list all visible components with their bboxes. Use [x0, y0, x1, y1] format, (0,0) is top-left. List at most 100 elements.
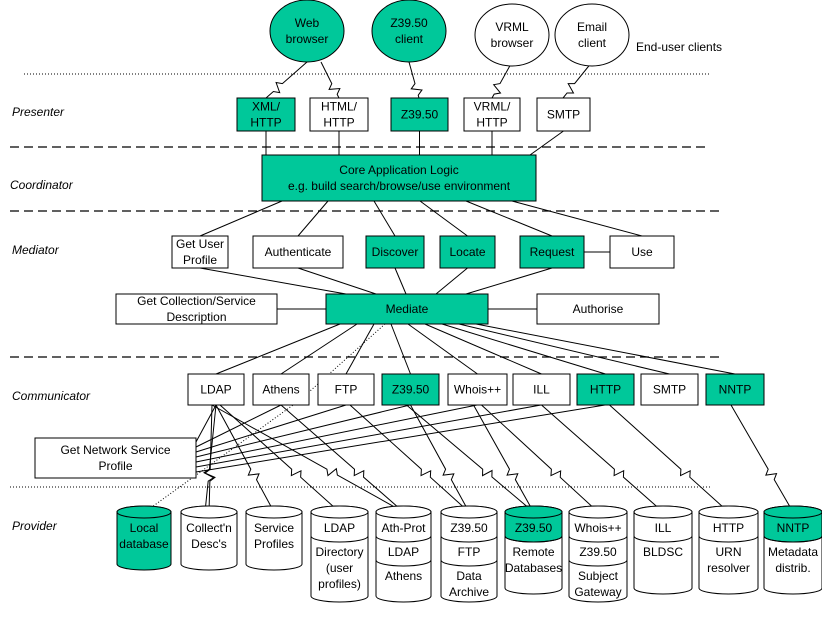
provider-label-1-2: database [119, 537, 169, 551]
provider-label-6-1: Data [456, 569, 482, 583]
authorise-box-text-1: Authorise [573, 302, 624, 316]
client-1-text-2: browser [286, 32, 329, 46]
connector-core-to-mediator-4 [419, 200, 468, 237]
provider-top-4 [310, 505, 369, 519]
provider-label-7-2: Databases [505, 561, 562, 575]
presenter-box-3-text-1: Z39.50 [401, 108, 439, 122]
protocol-box-ldap[interactable] [187, 373, 245, 406]
protocol-box-athens[interactable] [252, 373, 310, 406]
get-collection-description-box[interactable] [115, 293, 278, 325]
provider-label-5-1: Athens [385, 569, 422, 583]
protocol-box-nntp-text-1: NNTP [719, 383, 752, 397]
client-z3950-ellipse[interactable] [371, 0, 447, 63]
presenter-box-2[interactable] [309, 97, 369, 132]
mediator-service-request-text-1: Request [530, 245, 575, 259]
protocol-box-smtp-text-1: SMTP [653, 383, 686, 397]
mediator-service-authenticate[interactable] [252, 235, 344, 269]
provider-label-10-2: resolver [707, 561, 750, 575]
connector-core-to-mediator-2 [297, 200, 329, 237]
mediator-service-use[interactable] [609, 235, 675, 269]
mediator-service-request[interactable] [519, 235, 585, 269]
mediate-box[interactable] [325, 293, 489, 325]
connector-mediate-to-protocol-3 [345, 323, 375, 375]
protocol-box-http[interactable] [576, 373, 635, 406]
provider-label-2-1: Collect'n [186, 521, 232, 535]
provider-top-9 [633, 505, 693, 519]
connector-network-profile-7 [195, 404, 606, 473]
core-application-logic-box[interactable] [261, 154, 537, 202]
mediate-box-text-1: Mediate [386, 302, 429, 316]
connector-mediate-to-protocol-5 [407, 323, 478, 375]
connector-protocol-to-provider-7 [406, 404, 534, 513]
presenter-box-5[interactable] [536, 97, 591, 132]
end-user-clients-label: End-user clients [636, 40, 722, 54]
protocol-box-ftp[interactable] [317, 373, 375, 406]
protocol-box-nntp[interactable] [705, 373, 765, 406]
get-network-service-profile-box[interactable] [34, 437, 197, 479]
connector-core-to-mediator-1 [199, 200, 283, 237]
provider-top-label-8: Whois++ [574, 521, 621, 535]
client-vrml-ellipse[interactable] [474, 3, 550, 67]
mediator-service-locate[interactable] [439, 235, 496, 269]
connector-mediate-to-protocol-2 [280, 323, 358, 375]
connector-network-profile-6 [195, 404, 542, 468]
connector-mediator-5-to-mediate [465, 267, 553, 295]
presenter-box-4[interactable] [463, 97, 521, 132]
provider-label-3-1: Service [254, 521, 294, 535]
protocol-box-whois[interactable] [447, 373, 508, 406]
connector-core-to-mediator-6 [511, 200, 643, 237]
client-web-ellipse[interactable] [269, 0, 345, 63]
provider-divider-9 [633, 535, 693, 543]
connector-network-profile-5 [195, 404, 478, 463]
provider-label-7-1: Remote [512, 545, 554, 559]
mediator-service-get-user[interactable] [171, 235, 229, 269]
layer-label-provider: Provider [12, 519, 58, 533]
protocol-box-smtp[interactable] [640, 373, 699, 406]
provider-top-label-4: LDAP [324, 521, 355, 535]
connector-lines [144, 61, 794, 513]
connector-network-profile-3 [195, 404, 347, 453]
protocol-box-ftp-text-1: FTP [335, 383, 358, 397]
protocol-box-z3950[interactable] [381, 373, 440, 406]
connector-local-dotted-lower [144, 399, 301, 513]
mediator-service-discover[interactable] [365, 235, 425, 269]
provider-divider-mid-8 [568, 559, 628, 567]
provider-top-6 [440, 505, 498, 519]
provider-divider-10 [698, 535, 759, 543]
connector-web-to-xml [265, 61, 308, 99]
presenter-box-5-text-1: SMTP [547, 108, 580, 122]
client-email-ellipse[interactable] [554, 3, 630, 67]
presenter-box-1[interactable] [236, 97, 296, 132]
layer-label-presenter: Presenter [12, 105, 65, 119]
provider-top-label-11: NNTP [777, 521, 810, 535]
presenter-box-3[interactable] [390, 97, 449, 132]
authorise-box[interactable] [536, 293, 660, 325]
connector-protocol-to-provider-3 [219, 404, 340, 513]
presenter-box-4-text-1: VRML/ [474, 100, 511, 114]
protocol-box-z3950-text-1: Z39.50 [392, 383, 430, 397]
protocol-box-ill[interactable] [512, 373, 571, 406]
provider-divider-8 [568, 535, 628, 543]
get-network-service-profile-box-text-2: Profile [98, 459, 132, 473]
get-collection-description-box-text-1: Get Collection/Service [137, 294, 256, 308]
provider-divider-5 [375, 535, 432, 543]
provider-label-6-2: Archive [449, 585, 489, 599]
provider-label-9-1: BLDSC [643, 545, 683, 559]
connector-mediate-to-protocol-4 [390, 323, 411, 375]
provider-top-2 [180, 505, 238, 519]
connector-email-client [562, 61, 593, 99]
provider-label-11-2: distrib. [775, 561, 810, 575]
connector-network-profile-2 [195, 404, 282, 448]
connector-protocol-to-provider-4 [211, 404, 404, 513]
